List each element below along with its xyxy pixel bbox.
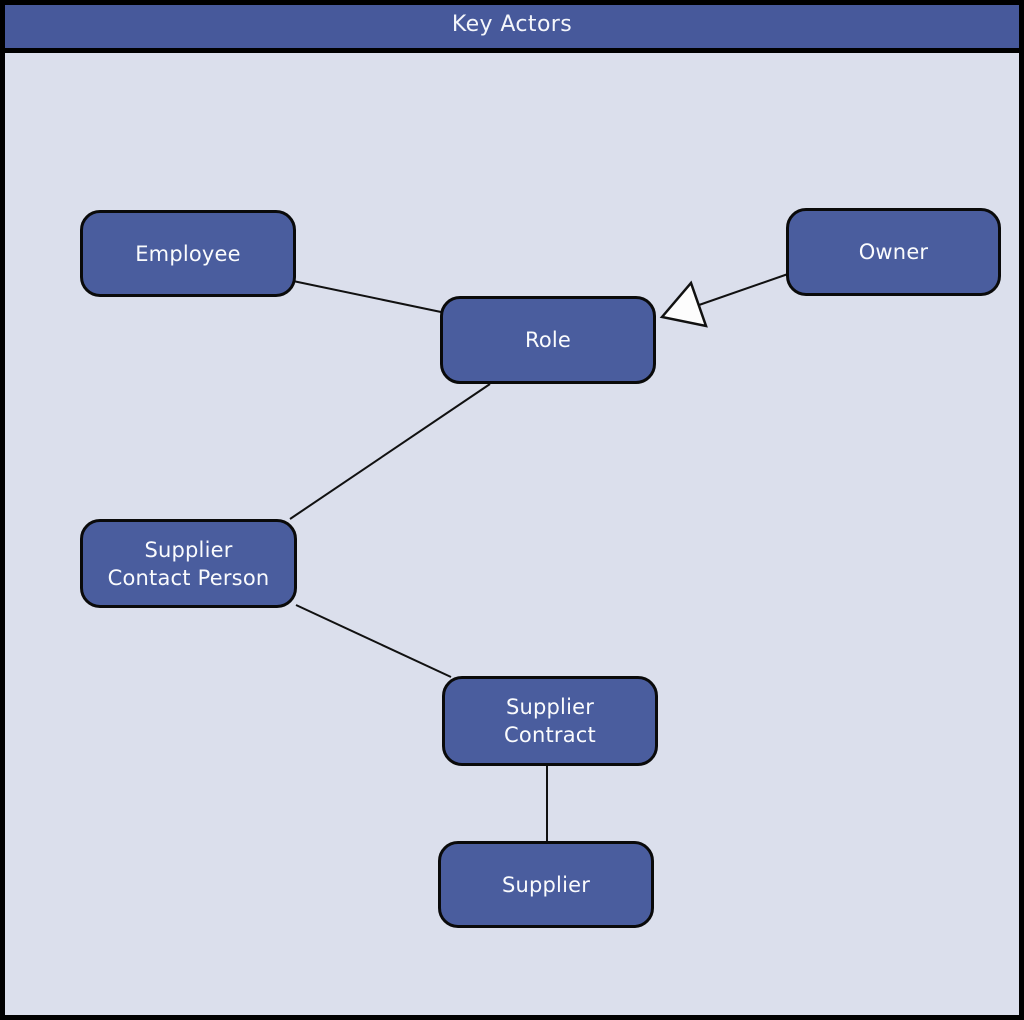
node-employee[interactable]: Employee [80, 210, 296, 297]
node-owner-label: Owner [858, 240, 929, 264]
node-supplier-contract-label: Supplier Contract [504, 695, 596, 747]
node-supplier-contract[interactable]: Supplier Contract [442, 676, 658, 766]
diagram-title-bar: Key Actors [0, 0, 1024, 53]
node-supplier[interactable]: Supplier [438, 841, 654, 928]
node-role[interactable]: Role [440, 296, 656, 384]
node-supplier-label: Supplier [501, 872, 591, 897]
node-owner[interactable]: Owner [786, 208, 1001, 296]
diagram-title: Key Actors [451, 11, 573, 37]
edge-owner-role [698, 273, 789, 306]
node-role-label: Role [524, 328, 572, 352]
node-supplier-contact-person-label: Supplier Contact Person [107, 537, 270, 590]
edge-supplier-contact-person-supplier-contract [295, 604, 452, 678]
generalization-arrowhead-icon [659, 280, 708, 328]
edge-role-supplier-contact-person [289, 383, 491, 520]
node-employee-label: Employee [135, 241, 241, 266]
node-supplier-contact-person[interactable]: Supplier Contact Person [80, 519, 297, 608]
edge-employee-role [292, 280, 442, 313]
